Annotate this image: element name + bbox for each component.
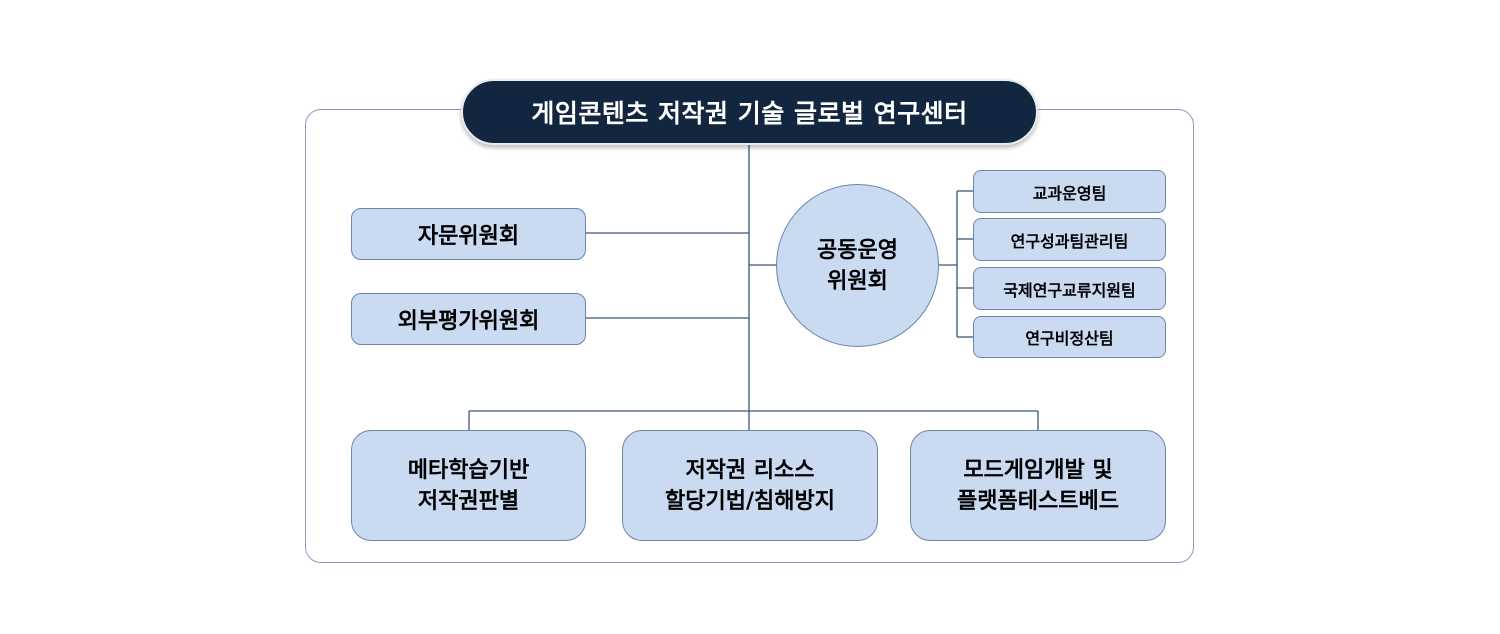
operating-committee-circle: 공동운영 위원회 — [776, 184, 939, 347]
external-evaluation-committee-label: 외부평가위원회 — [397, 309, 540, 334]
team-box: 연구비정산팀 — [973, 316, 1166, 358]
advisory-committee-box: 자문위원회 — [351, 208, 586, 260]
team-label: 교과운영팀 — [1032, 183, 1107, 203]
operating-committee-line1: 공동운영 — [817, 237, 898, 263]
team-label: 연구성과팀관리팀 — [1010, 231, 1129, 251]
research-unit-line2: 플랫폼테스트베드 — [957, 488, 1119, 514]
research-unit-line2: 저작권판별 — [417, 488, 520, 514]
center-title: 게임콘텐츠 저작권 기술 글로벌 연구센터 — [461, 79, 1038, 145]
advisory-committee-label: 자문위원회 — [417, 224, 520, 249]
team-label: 연구비정산팀 — [1025, 329, 1114, 348]
research-unit-box: 메타학습기반 저작권판별 — [351, 430, 586, 541]
research-unit-box: 모드게임개발 및 플랫폼테스트베드 — [910, 430, 1166, 541]
team-box: 국제연구교류지원팀 — [973, 267, 1166, 310]
research-unit-box: 저작권 리소스 할당기법/침해방지 — [622, 430, 878, 541]
external-evaluation-committee-box: 외부평가위원회 — [351, 293, 586, 345]
research-unit-line2: 할당기법/침해방지 — [665, 488, 835, 514]
research-unit-line1: 모드게임개발 및 — [963, 457, 1113, 483]
research-unit-line1: 저작권 리소스 — [685, 457, 815, 483]
research-unit-line1: 메타학습기반 — [407, 457, 530, 483]
team-label: 국제연구교류지원팀 — [1003, 280, 1136, 300]
operating-committee-line2: 위원회 — [827, 268, 888, 294]
team-box: 교과운영팀 — [973, 170, 1166, 213]
team-box: 연구성과팀관리팀 — [973, 218, 1166, 261]
